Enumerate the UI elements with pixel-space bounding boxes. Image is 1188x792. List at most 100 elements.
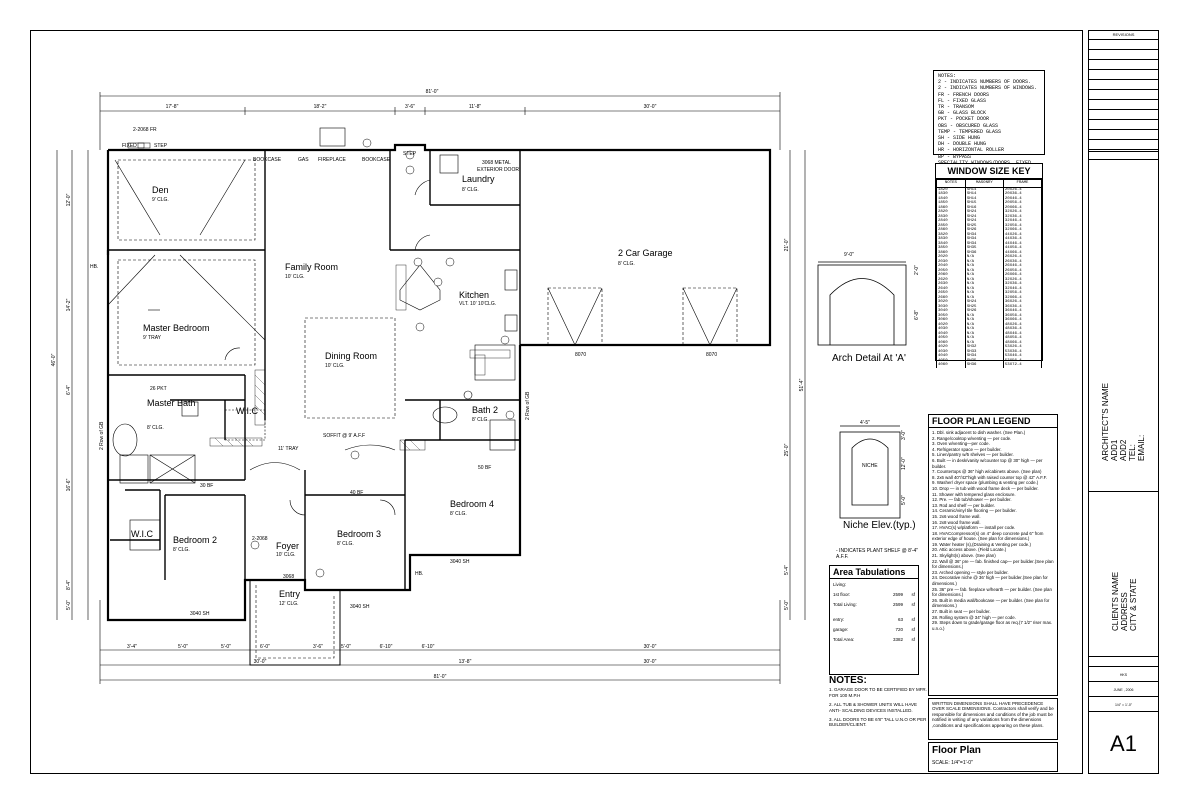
dim-left-1: 12'-0" [66,193,72,206]
room-master-bath: Master Bath [147,398,196,408]
legend-item: 4. Refrigerator space — per builder. [932,446,1002,452]
label-3040sh-1: 3040 SH [190,611,210,617]
window-key-cell: 20X26-4 [1002,187,1043,192]
general-note-item: 1. GARAGE DOOR TO BE CERTIFIED BY MFR. F… [829,687,927,698]
area-value: 63 [897,617,903,622]
note-line: HR - HORIZONTAL ROLLER [938,147,1005,154]
clg-bedroom-3: 8' CLG. [337,541,354,547]
dim-right-4: 5'-4" [784,565,790,575]
note-line: SH - SIDE HUNG [938,135,981,142]
revision-row [1089,110,1158,120]
note-line: TEMP - TEMPERED GLASS [938,128,1002,135]
room-kitchen: Kitchen [459,290,489,300]
general-note-item: 3. ALL DOORS TO BE 6'8" TALL U.N.O OR PE… [829,717,927,728]
window-key-cell: 26X66-4 [1002,273,1043,278]
dim-left-overall: 46'-0" [51,353,57,366]
dim-top-2: 18'-2" [314,104,327,110]
niche-dim-h1: 12'-0" [901,457,907,470]
window-key-cell: 44X26-4 [1002,232,1043,237]
label-fixed: FIXED [122,143,137,149]
dim-right-5: 5'-0" [784,600,790,610]
legend-item: 20. Attic access above. (Field Locate.) [932,547,1007,553]
window-key-header: FRAME [1002,179,1043,188]
niche-drawing [839,425,901,519]
revision-row [1089,90,1158,100]
clg-foyer: 10' CLG. [276,552,296,558]
dim-bottom-1: 3'-4" [127,644,137,650]
label-step: STEP [154,143,168,149]
dim-bottom2-1: 30'-0" [254,659,267,665]
note-line: OBS - OBSCURED GLASS [938,122,999,129]
window-key-cell: 32X46-4 [1002,219,1043,224]
window-key-cell: 48X56-4 [1002,336,1043,341]
arch-dim-width: 9'-0" [844,252,854,258]
revisions-block: REVISIONS [1089,31,1158,160]
window-key-cell: 32X26-4 [1002,210,1043,215]
label-soffit: SOFFIT @ 9' A.F.F [323,433,365,439]
label-exterior-door: EXTERIOR DOOR [477,167,519,173]
note-line: DH - DOUBLE HUNG [938,141,987,148]
drawn-by: HKS [1089,667,1158,682]
room-bedroom-4: Bedroom 4 [450,499,494,509]
niche-dim-width: 4'-5" [860,420,870,426]
label-garage-door-2: 8070 [706,352,717,358]
dim-left-5: 8'-4" [66,580,72,590]
dim-left-2: 14'-2" [66,298,72,311]
label-bookcase-1: BOOKCASE [253,157,282,163]
window-key-cell: 32X36-4 [1002,214,1043,219]
window-key-cell: 20X46-4 [1002,196,1043,201]
window-key-cell: 53X26-4 [1002,345,1043,350]
client-line: CLIENTS NAME [1111,571,1120,631]
dim-left-3: 6'-4" [66,385,72,395]
drawing-sheet [30,30,1083,774]
floor-plan-legend: FLOOR PLAN LEGEND 1. Dbl. sink adjacent … [928,414,1058,696]
clg-laundry: 8' CLG. [462,187,479,193]
dimensions-note: WRITTEN DIMENSIONS SHALL HAVE PRECEDENCE… [928,698,1058,740]
window-key-cell: 36X36-4 [1002,304,1043,309]
legend-item: 28. Rolling system @ 34" high — per code… [932,614,1016,620]
niche-title: Niche Elev.(typ.) [843,520,916,531]
architect-line: ARCHITECT'S NAME [1101,383,1110,461]
dim-right-1: 21'-0" [784,238,790,251]
legend-item: 29. Steps down to grade/garage floor as … [932,620,1053,631]
window-key-header: MASONRY [964,179,1004,188]
revision-row [1089,80,1158,90]
window-key-cell: 44X46-4 [1002,241,1043,246]
arch-detail-title: Arch Detail At 'A' [832,353,906,364]
window-key-cell: 44X66-4 [1002,250,1043,255]
area-value [881,582,903,587]
legend-item: 17. HVAC(s) w/platform — install per cod… [932,525,1016,531]
label-hb-2: HB. [415,571,423,577]
client-line: ADDRESS [1120,592,1129,631]
architect-line: EMAIL: [1137,434,1146,461]
label-40bf: 40 BF [350,490,363,496]
window-key-cell: 36X66-4 [1002,318,1043,323]
label-3040sh-3: 3040 SH [450,559,470,565]
general-notes-list: 1. GARAGE DOOR TO BE CERTIFIED BY MFR. F… [829,687,927,727]
room-wic-1: W.I.C [236,406,258,416]
window-key-cell: 32X56-4 [1002,291,1043,296]
plant-shelf-note: - INDICATES PLANT SHELF @ 8'-4" A.F.F. [836,548,921,560]
label-bookcase-2: BOOKCASE [362,157,391,163]
dim-bottom-8: 6'-10" [422,644,435,650]
area-unit: sf [911,627,915,632]
dim-top-4: 11'-8" [469,104,482,110]
label-30bf: 30 BF [200,483,213,489]
